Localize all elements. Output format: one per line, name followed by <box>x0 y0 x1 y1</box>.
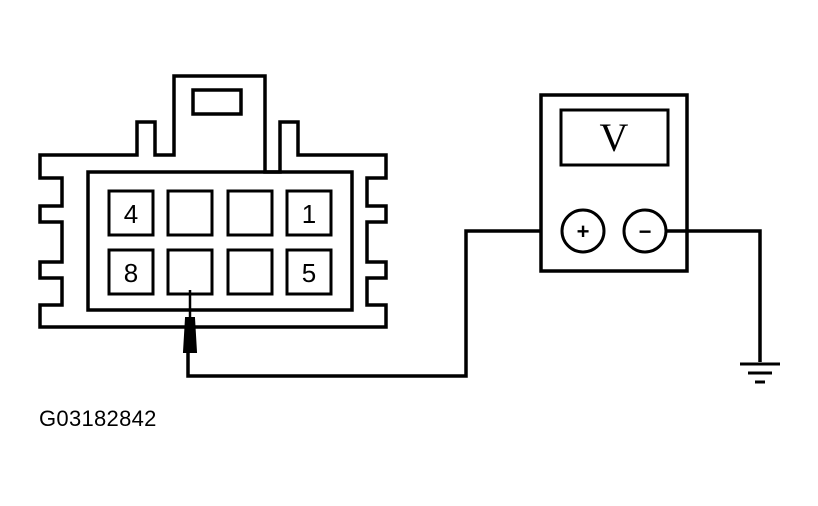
meter-display-symbol: V <box>600 115 629 160</box>
positive-terminal-symbol: + <box>577 219 590 244</box>
pin-label-8: 8 <box>124 258 138 288</box>
positive-terminal <box>560 208 606 254</box>
connector-latch-window <box>191 88 243 116</box>
pin-row-bottom <box>107 248 333 296</box>
pin-label-1: 1 <box>302 199 316 229</box>
pin-cell-7 <box>166 248 214 296</box>
figure-id: G03182842 <box>39 406 157 431</box>
ground-wire <box>666 229 762 362</box>
connector-housing <box>38 74 388 329</box>
voltmeter: V + − <box>539 93 689 273</box>
negative-terminal-symbol: − <box>639 219 652 244</box>
pin-cell-6 <box>226 248 274 296</box>
probe-tip <box>182 317 198 353</box>
test-probe <box>182 290 198 353</box>
pin-cell-8 <box>107 248 155 296</box>
probe-wire <box>186 229 561 378</box>
pin-cell-4 <box>107 189 155 237</box>
pin-row-top <box>107 189 333 237</box>
connector-cavity <box>86 170 354 312</box>
meter-display <box>559 108 670 167</box>
connector <box>38 74 388 329</box>
pin-label-4: 4 <box>124 199 138 229</box>
ground-icon <box>740 362 780 384</box>
pin-label-5: 5 <box>302 258 316 288</box>
pin-cell-3 <box>166 189 214 237</box>
pin-cell-5 <box>285 248 333 296</box>
pin-cell-2 <box>226 189 274 237</box>
pin-cell-1 <box>285 189 333 237</box>
